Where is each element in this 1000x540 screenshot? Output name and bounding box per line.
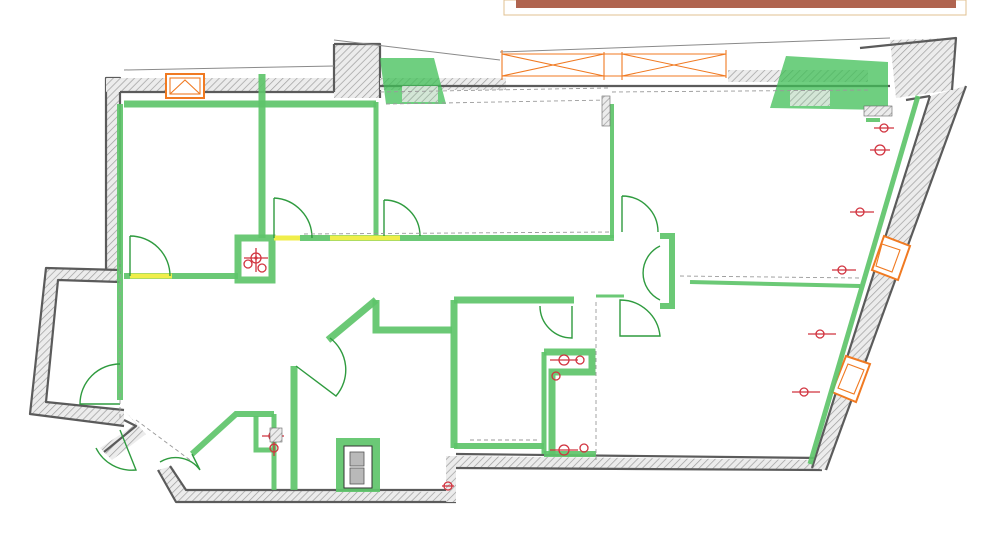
window-right-1 — [870, 234, 912, 282]
new-partitions — [117, 74, 921, 492]
plumbing-fixture-icon — [243, 123, 894, 491]
green-zone-top-left — [380, 58, 446, 104]
highlighted-partitions — [130, 235, 400, 279]
dashed-guides — [119, 87, 871, 461]
column-icon — [269, 95, 893, 443]
green-zone-top-right — [770, 56, 888, 110]
window-top-left — [165, 73, 205, 99]
header-strip — [503, 0, 967, 16]
window-top-band — [501, 50, 727, 80]
door-swings — [79, 195, 661, 471]
